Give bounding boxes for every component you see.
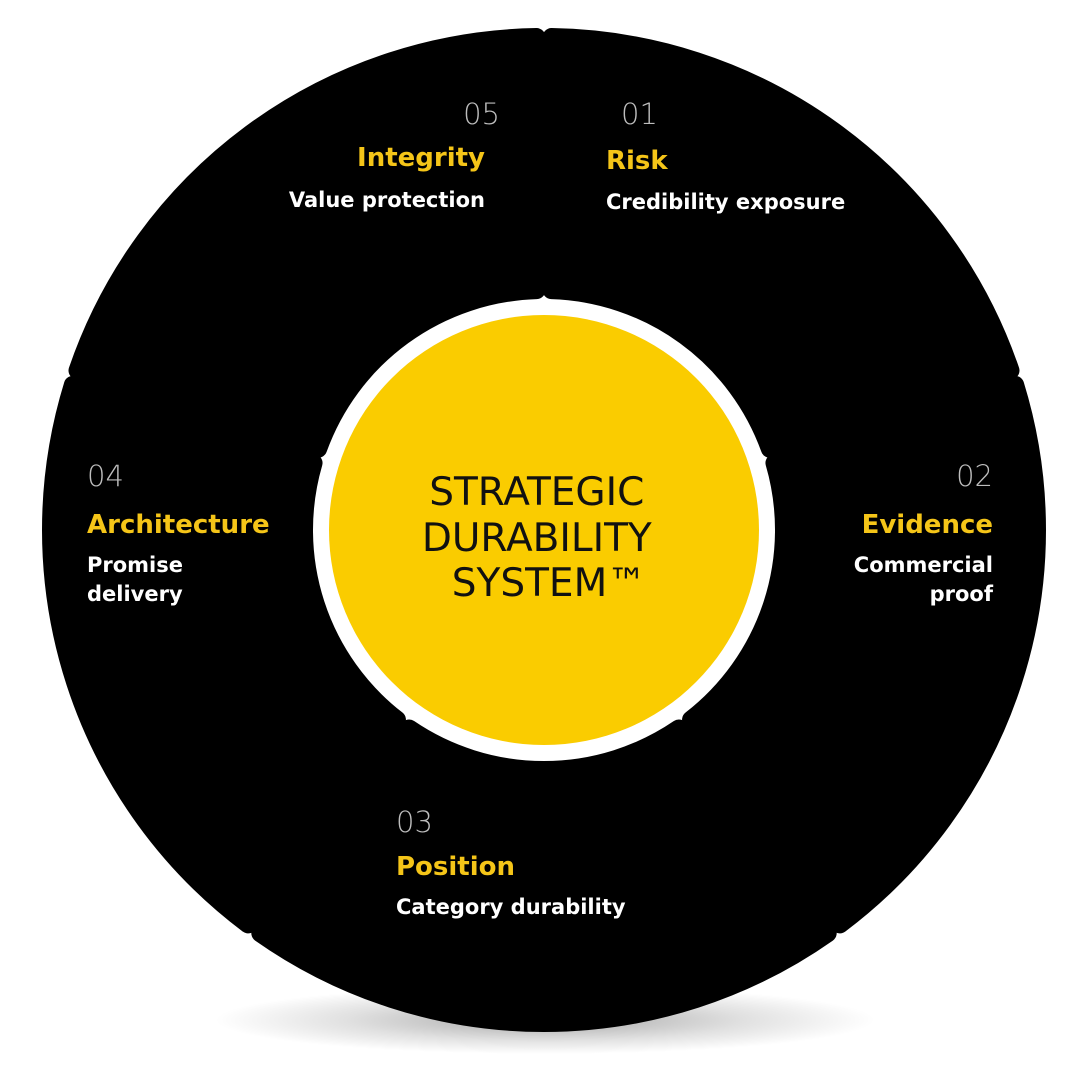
segment-01-number: 01 (621, 97, 658, 131)
segment-02-title: Evidence (862, 510, 993, 540)
segment-03-labels: 03 Position Category durability (396, 805, 626, 919)
center-label-line-3: SYSTEM™ (452, 561, 646, 606)
segment-05 (68, 28, 546, 458)
segment-02-labels: 02 Evidence Commercial proof (854, 459, 994, 606)
segment-01-description-line-1: Credibility exposure (606, 190, 845, 214)
segment-05-title: Integrity (357, 143, 485, 173)
segment-02-description-line-2: proof (930, 582, 994, 606)
segment-01 (542, 28, 1020, 458)
segment-03-number: 03 (396, 805, 433, 839)
center-label-line-1: STRATEGIC (429, 470, 644, 515)
segment-02-description-line-1: Commercial (854, 553, 993, 577)
segments-layer (42, 28, 1046, 1032)
segment-04-description-line-1: Promise (87, 553, 183, 577)
segment-03-description-line-1: Category durability (396, 895, 626, 919)
segment-03 (251, 719, 837, 1032)
segment-01-labels: 01 Risk Credibility exposure (606, 97, 845, 214)
segment-05-labels: 05 Integrity Value protection (289, 97, 500, 212)
segment-03-title: Position (396, 852, 515, 882)
segment-05-description-line-1: Value protection (289, 188, 485, 212)
segment-02-number: 02 (956, 459, 993, 493)
center-label-line-2: DURABILITY (422, 516, 652, 561)
segment-04-labels: 04 Architecture Promise delivery (87, 459, 270, 606)
segment-04 (42, 375, 406, 934)
segment-01-title: Risk (606, 146, 668, 176)
segment-04-description-line-2: delivery (87, 582, 183, 606)
segment-04-title: Architecture (87, 510, 270, 540)
segment-04-number: 04 (87, 459, 124, 493)
center-circle (329, 315, 759, 745)
center-label: STRATEGIC DURABILITY SYSTEM™ (422, 470, 664, 606)
segment-02 (682, 375, 1046, 934)
segment-05-number: 05 (463, 97, 500, 131)
